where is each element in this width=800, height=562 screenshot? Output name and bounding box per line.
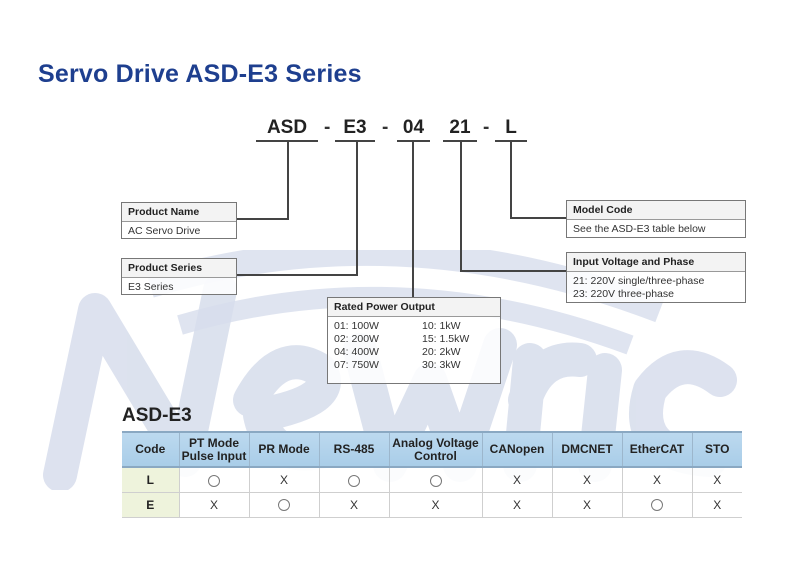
box-body: 21: 220V single/three-phase 23: 220V thr… <box>567 272 745 304</box>
header-sto: STO <box>692 431 742 467</box>
power-option: 20: 2kW <box>422 346 461 358</box>
product-name-box: Product Name AC Servo Drive <box>121 202 237 239</box>
supported-circle-icon <box>389 466 483 493</box>
code-separator: - <box>483 117 490 138</box>
unsupported-x-mark: X <box>249 466 320 493</box>
unsupported-x-mark: X <box>179 492 250 518</box>
box-title: Rated Power Output <box>328 298 500 317</box>
unsupported-x-mark: X <box>692 466 742 493</box>
box-body: See the ASD-E3 table below <box>573 223 706 235</box>
header-rs485: RS-485 <box>319 431 390 467</box>
connector-line <box>412 141 414 297</box>
code-part-asd: ASD <box>266 117 308 138</box>
unsupported-x-mark: X <box>482 466 553 493</box>
unsupported-x-mark: X <box>552 466 623 493</box>
code-part-series: E3 <box>343 117 367 138</box>
connector-line <box>460 141 462 272</box>
power-option: 07: 750W <box>334 359 379 371</box>
page-title: Servo Drive ASD-E3 Series <box>38 60 362 88</box>
power-option: 04: 400W <box>334 346 379 358</box>
voltage-option: 23: 220V three-phase <box>573 288 674 300</box>
power-option: 10: 1kW <box>422 320 461 332</box>
circle-icon <box>278 499 290 512</box>
circle-icon <box>429 474 442 487</box>
power-options: 01: 100W 10: 1kW 02: 200W 15: 1.5kW 04: … <box>328 317 500 375</box>
connector-line <box>356 141 358 276</box>
code-separator: - <box>324 117 331 138</box>
box-title: Model Code <box>567 201 745 220</box>
connector-line <box>460 270 566 272</box>
unsupported-x-mark: X <box>552 492 623 518</box>
circle-icon <box>208 474 220 487</box>
code-part-model: L <box>505 117 517 138</box>
header-ethercat: EtherCAT <box>622 431 693 467</box>
header-dmcnet: DMCNET <box>552 431 623 467</box>
box-body: AC Servo Drive <box>128 225 201 237</box>
unsupported-x-mark: X <box>482 492 553 518</box>
circle-icon <box>348 474 360 487</box>
row-code: L <box>122 466 180 493</box>
box-body: E3 Series <box>128 281 174 293</box>
power-option: 30: 3kW <box>422 359 461 371</box>
connector-line <box>237 218 289 220</box>
power-option: 02: 200W <box>334 333 379 345</box>
code-part-voltage: 21 <box>449 117 471 138</box>
underline <box>335 140 375 142</box>
power-option: 15: 1.5kW <box>422 333 470 345</box>
header-pr-mode: PR Mode <box>249 431 320 467</box>
row-code: E <box>122 492 180 518</box>
header-code: Code <box>122 431 180 467</box>
table-heading: ASD-E3 <box>122 405 192 426</box>
connector-line <box>237 274 358 276</box>
connector-line <box>287 141 289 220</box>
unsupported-x-mark: X <box>319 492 390 518</box>
unsupported-x-mark: X <box>622 466 693 493</box>
header-canopen: CANopen <box>482 431 553 467</box>
model-code-box: Model Code See the ASD-E3 table below <box>566 200 746 238</box>
code-part-power: 04 <box>402 117 425 138</box>
connector-line <box>510 217 566 219</box>
rated-power-box: Rated Power Output 01: 100W 10: 1kW 02: … <box>327 297 501 384</box>
box-title: Input Voltage and Phase <box>567 253 745 272</box>
connector-line <box>510 141 512 219</box>
input-voltage-box: Input Voltage and Phase 21: 220V single/… <box>566 252 746 303</box>
unsupported-x-mark: X <box>389 492 483 518</box>
box-title: Product Series <box>122 259 236 278</box>
supported-circle-icon <box>319 466 390 493</box>
product-series-box: Product Series E3 Series <box>121 258 237 295</box>
voltage-option: 21: 220V single/three-phase <box>573 275 705 287</box>
unsupported-x-mark: X <box>692 492 742 518</box>
supported-circle-icon <box>249 492 320 518</box>
supported-circle-icon <box>622 492 693 518</box>
supported-circle-icon <box>179 466 250 493</box>
code-separator: - <box>382 117 389 138</box>
box-title: Product Name <box>122 203 236 222</box>
circle-icon <box>651 499 663 512</box>
power-option: 01: 100W <box>334 320 379 332</box>
